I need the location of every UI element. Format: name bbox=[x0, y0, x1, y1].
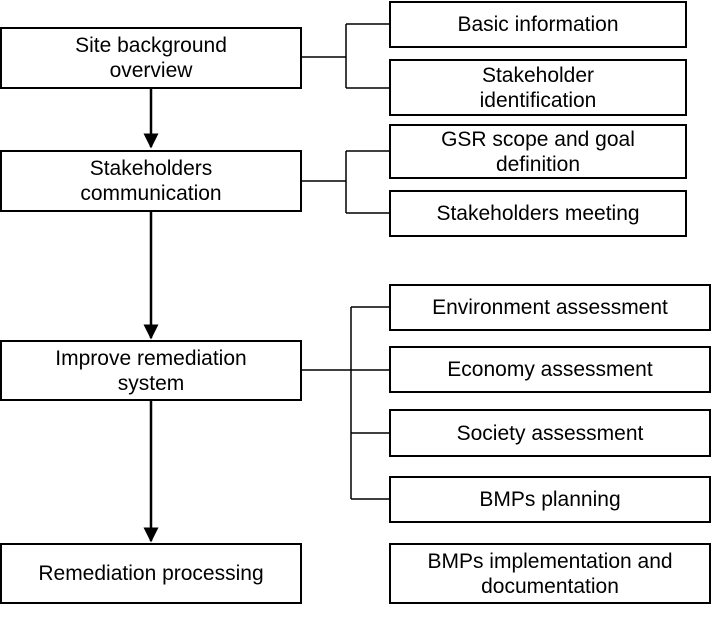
substep-stakeholder-identification-label: Stakeholder identification bbox=[479, 63, 597, 112]
step-stakeholders-communication: Stakeholders communication bbox=[0, 150, 302, 212]
substep-stakeholders-meeting-label: Stakeholders meeting bbox=[436, 202, 640, 225]
substep-stakeholder-identification: Stakeholder identification bbox=[389, 59, 687, 116]
substep-stakeholders-meeting: Stakeholders meeting bbox=[389, 190, 687, 237]
substep-society-assessment-label: Society assessment bbox=[456, 421, 644, 445]
substep-society-assessment: Society assessment bbox=[389, 409, 711, 457]
substep-environment-assessment: Environment assessment bbox=[389, 284, 711, 331]
substep-bmps-implementation: BMPs implementation and documentation bbox=[389, 543, 711, 604]
substep-gsr-scope: GSR scope and goal definition bbox=[389, 124, 687, 179]
step-site-background: Site background overview bbox=[0, 27, 302, 89]
step-improve-remediation-label: Improve remediation system bbox=[55, 346, 247, 395]
step-remediation-processing: Remediation processing bbox=[0, 543, 302, 604]
substep-basic-information-label: Basic information bbox=[457, 13, 619, 36]
substep-bmps-planning: BMPs planning bbox=[389, 476, 711, 523]
substep-gsr-scope-label: GSR scope and goal definition bbox=[441, 127, 635, 176]
step-remediation-processing-label: Remediation processing bbox=[38, 562, 264, 585]
step-site-background-label: Site background overview bbox=[75, 34, 227, 82]
step-improve-remediation: Improve remediation system bbox=[0, 340, 302, 401]
substep-economy-assessment-label: Economy assessment bbox=[447, 358, 653, 381]
substep-economy-assessment: Economy assessment bbox=[389, 346, 711, 393]
substep-environment-assessment-label: Environment assessment bbox=[432, 296, 668, 319]
substep-bmps-planning-label: BMPs planning bbox=[479, 488, 621, 511]
step-stakeholders-communication-label: Stakeholders communication bbox=[80, 157, 222, 205]
substep-bmps-implementation-label: BMPs implementation and documentation bbox=[427, 549, 673, 598]
substep-basic-information: Basic information bbox=[389, 1, 687, 48]
